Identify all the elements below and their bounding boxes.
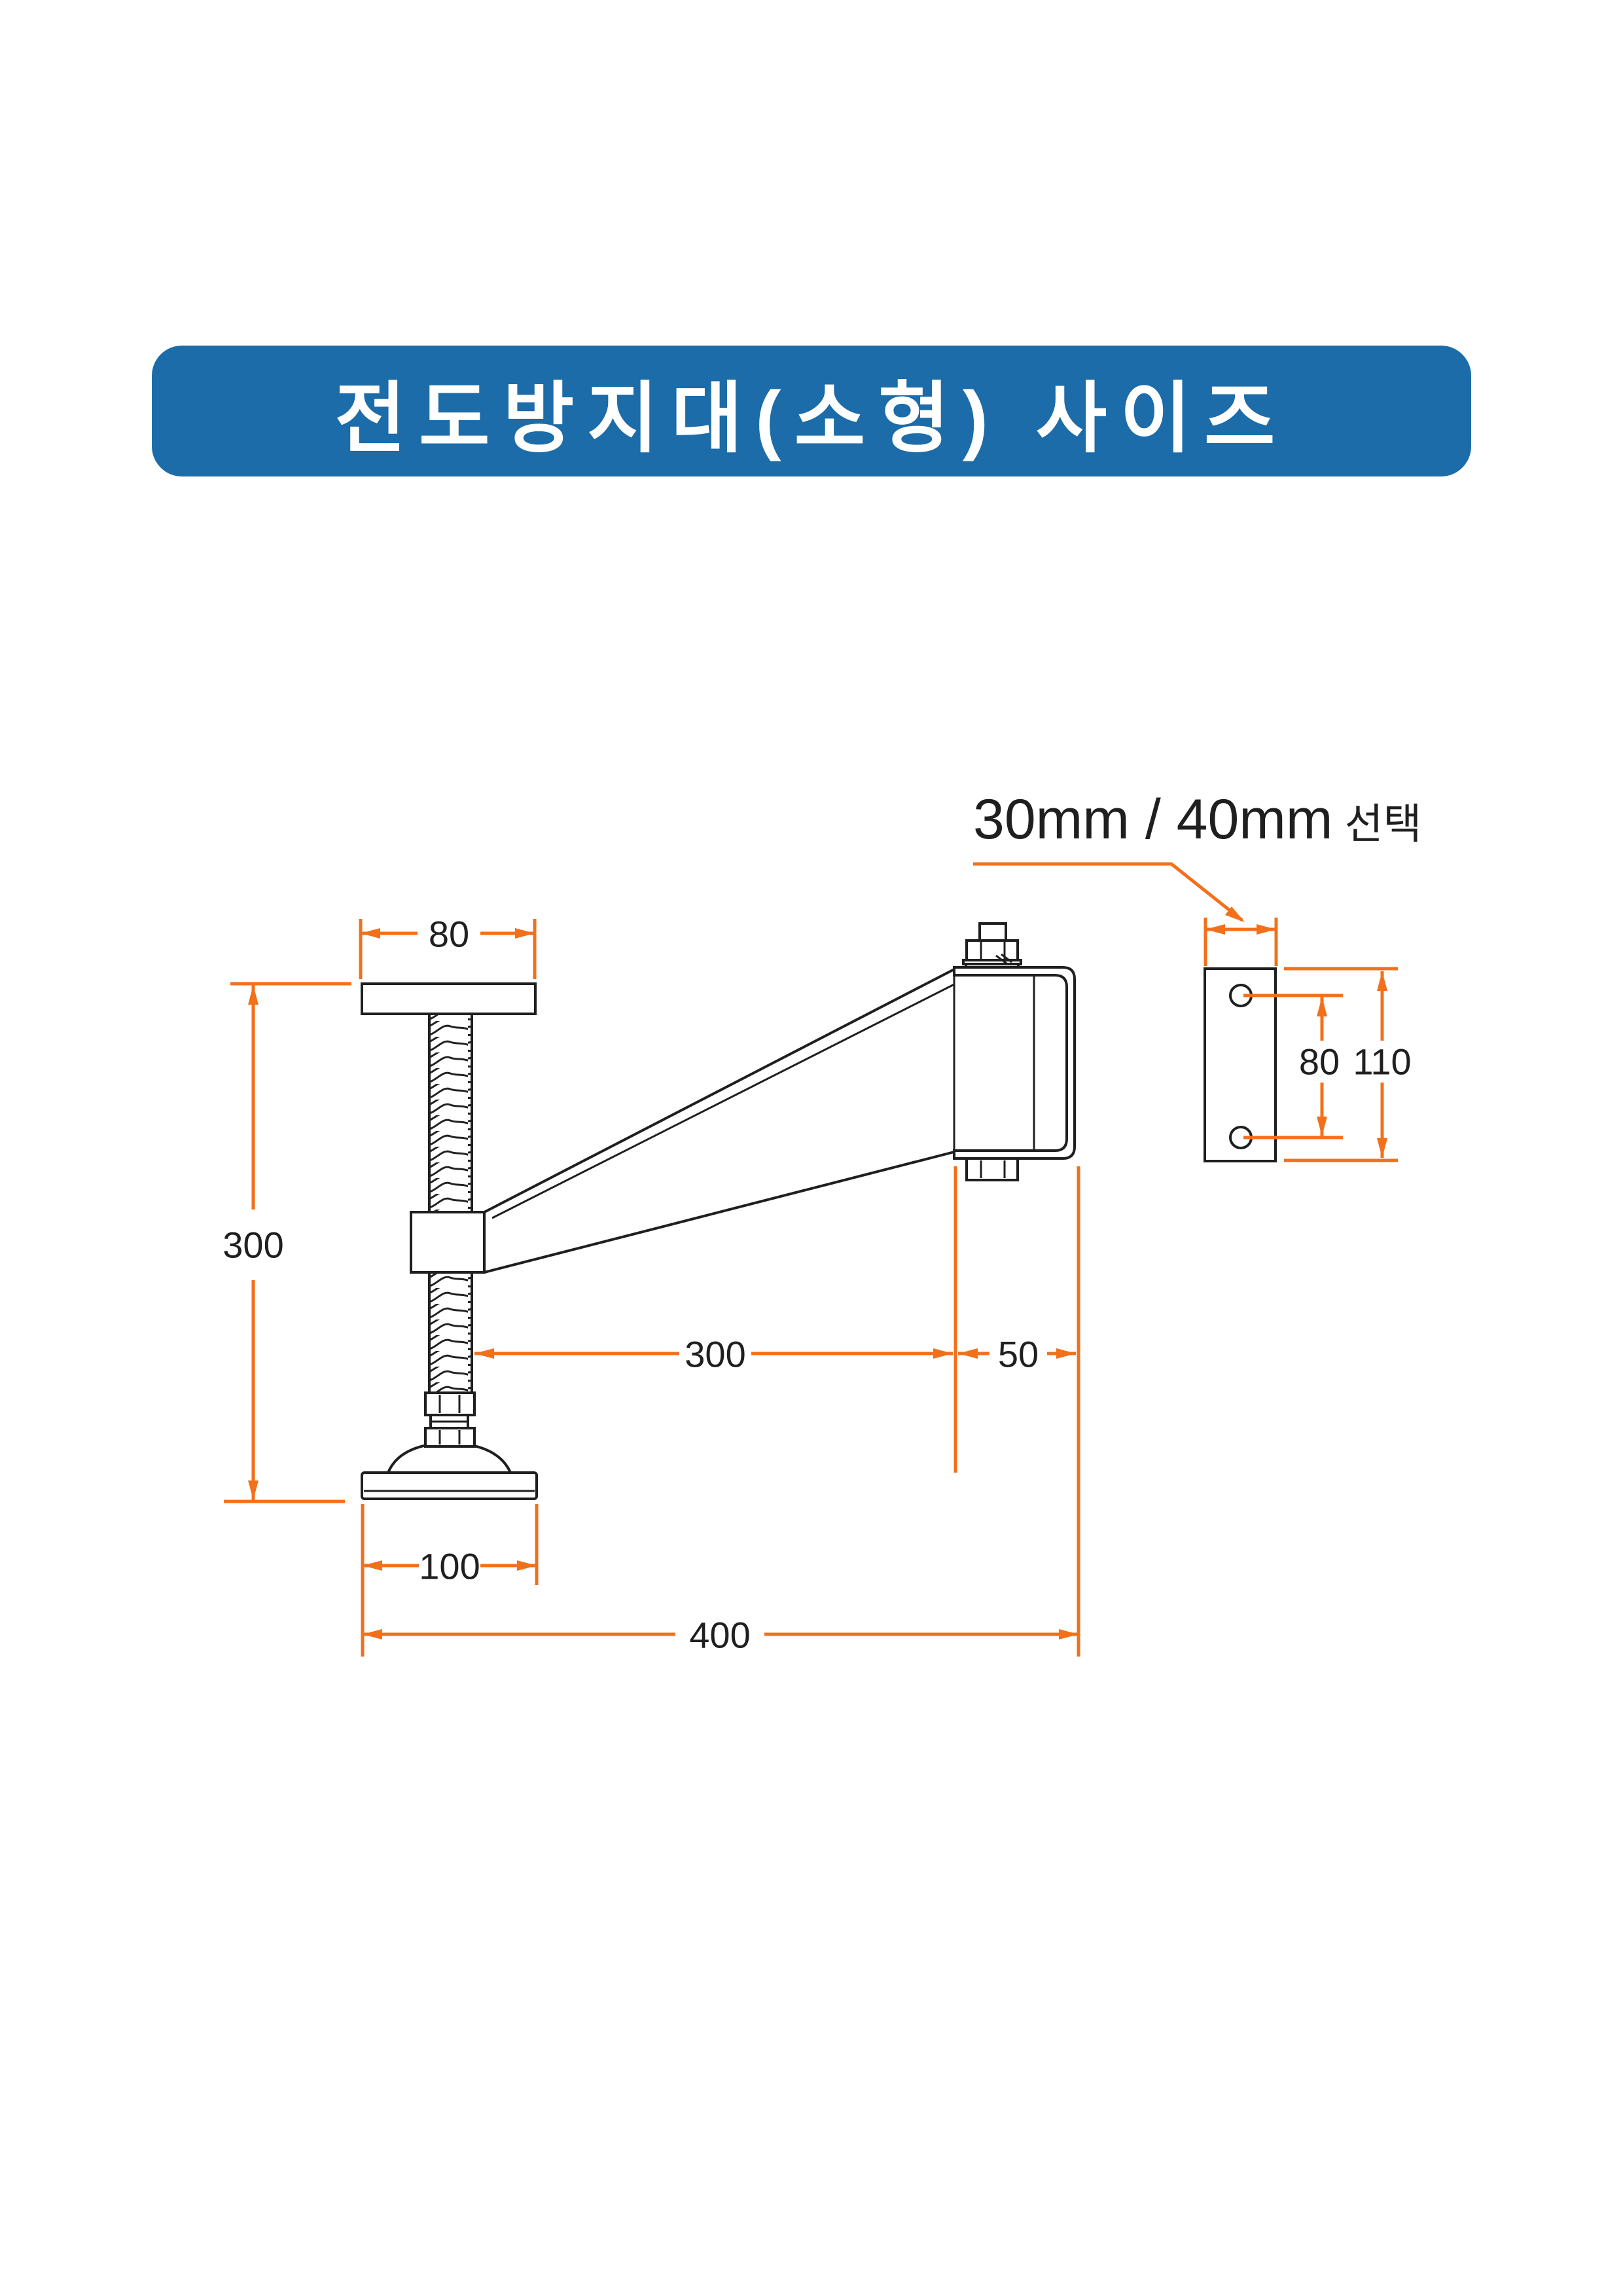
lock-nut-lower (424, 1427, 476, 1448)
bolt-head (978, 922, 1007, 942)
mounting-bracket (953, 966, 1076, 1160)
thickness-leader-line (973, 862, 1245, 922)
foot-assembly (361, 1391, 538, 1500)
dim-label-hole-spacing: 80 (1299, 1041, 1340, 1083)
top-plate (361, 982, 537, 1015)
dim-label-base-width: 100 (419, 1546, 480, 1587)
washer-lower (965, 963, 1020, 969)
page-title: 전도방지대(소형) 사이즈 (334, 375, 1289, 462)
dim-label-overall-length: 400 (689, 1615, 750, 1656)
dim-hole-spacing: 80 (1243, 994, 1343, 1139)
dim-label-bracket-depth: 50 (998, 1334, 1039, 1375)
mounting-plate (1204, 967, 1277, 1162)
dim-base-width: 100 (361, 1504, 539, 1657)
dim-label-arm-length: 300 (685, 1334, 745, 1375)
base-plate (361, 1471, 538, 1500)
dim-top-plate-width: 80 (359, 914, 537, 979)
bracket-top-nut (965, 939, 1019, 961)
lock-nut-upper (424, 1391, 476, 1416)
dim-bracket-depth: 50 (954, 1166, 1080, 1657)
thickness-options-text: 30mm / 40mm (973, 788, 1333, 851)
leader-arrowhead (1225, 906, 1245, 922)
thickness-select-text: 선택 (1345, 800, 1422, 848)
bracket-bolt (962, 922, 1022, 969)
dim-overall-height: 300 (223, 982, 351, 1503)
threaded-rod-lower (428, 1272, 473, 1393)
support-arm (484, 968, 955, 1274)
adjuster-nut-block (410, 1211, 486, 1274)
dim-label-plate-height: 110 (1353, 1041, 1411, 1083)
dim-plate-thickness (1204, 918, 1278, 966)
dim-arm-length: 300 (474, 1334, 953, 1375)
dim-overall-length: 400 (363, 1615, 1079, 1656)
title-banner: 전도방지대(소형) 사이즈 (152, 346, 1471, 476)
dim-label-top-plate-width: 80 (429, 914, 469, 955)
bracket-bottom-nut (965, 1157, 1019, 1181)
threaded-rod-upper (428, 1014, 473, 1212)
dim-label-overall-height: 300 (223, 1225, 283, 1266)
dim-plate-height: 110 (1284, 967, 1412, 1162)
